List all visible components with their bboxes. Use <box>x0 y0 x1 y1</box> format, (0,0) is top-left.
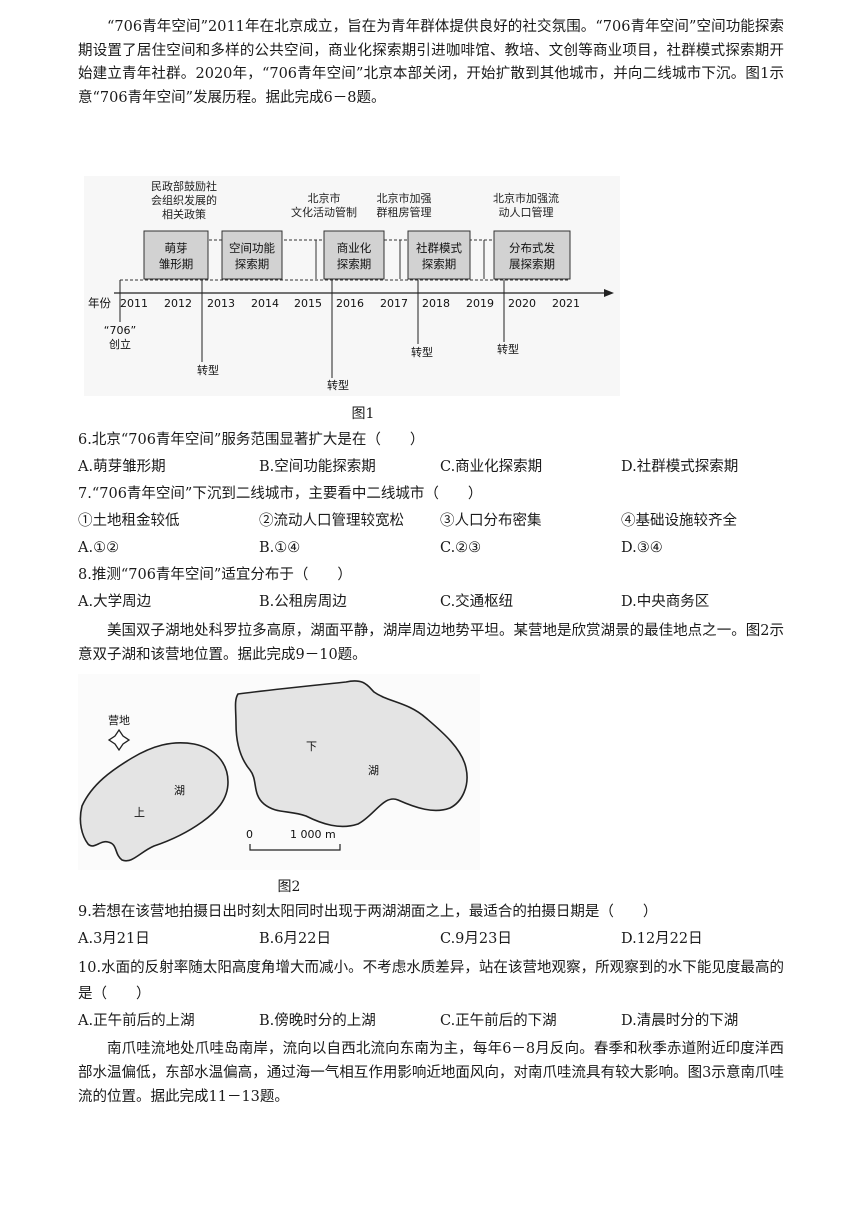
option-a[interactable]: A.3月21日 <box>78 931 150 947</box>
question-7-stem: 7.“706青年空间”下沉到二线城市，主要看中二线城市（ ） <box>78 486 483 502</box>
stage-box-4 <box>407 230 471 280</box>
question-6-stem: 6.北京“706青年空间”服务范围显著扩大是在（ ） <box>78 432 425 448</box>
option-b[interactable]: B.公租房周边 <box>259 594 347 610</box>
figure-2-lakes-map: 营地 下 湖 湖 上 0 1 000 m <box>78 674 480 870</box>
question-7-items: ①土地租金较低 ②流动人口管理较宽松 ③人口分布密集 ④基础设施较齐全 <box>78 509 784 533</box>
option-d[interactable]: D.社群模式探索期 <box>621 459 739 475</box>
transition-label: 转型 <box>197 363 219 377</box>
upper-lake-label-1: 上 <box>134 806 145 819</box>
year-tick: 2017 <box>380 297 408 310</box>
year-tick: 2018 <box>422 297 450 310</box>
question-6-options: A.萌芽雏形期 B.空间功能探索期 C.商业化探索期 D.社群模式探索期 <box>78 455 784 479</box>
option-c[interactable]: C.商业化探索期 <box>440 459 543 475</box>
option-a[interactable]: A.①② <box>78 540 120 556</box>
option-d[interactable]: D.清晨时分的下湖 <box>621 1013 739 1029</box>
policy-1-line3: 相关政策 <box>162 207 206 221</box>
statement-4: ④基础设施较齐全 <box>621 513 737 529</box>
question-9-stem: 9.若想在该营地拍摄日出时刻太阳同时出现于两湖湖面之上，最适合的拍摄日期是（ ） <box>78 904 658 920</box>
transition-label: 转型 <box>497 342 519 356</box>
question-8-stem: 8.推测“706青年空间”适宜分布于（ ） <box>78 567 352 583</box>
scale-zero: 0 <box>246 828 253 841</box>
policy-3-line2: 群租房管理 <box>377 205 432 219</box>
intro-paragraph-3: 南爪哇流地处爪哇岛南岸，流向以自西北流向东南为主，每年6－8月反向。春季和秋季赤… <box>78 1041 784 1105</box>
question-10-stem: 10.水面的反射率随太阳高度角增大而减小。不考虑水质差异，站在该营地观察，所观察… <box>78 960 784 1002</box>
policy-2-line2: 文化活动管制 <box>291 205 357 219</box>
axis-label: 年份 <box>88 296 111 310</box>
year-tick: 2016 <box>336 297 364 310</box>
stage-5-line2: 展探索期 <box>509 257 555 271</box>
policy-1-line2: 会组织发展的 <box>151 193 217 207</box>
upper-lake <box>79 741 229 862</box>
year-tick: 2011 <box>120 297 148 310</box>
question-10-options: A.正午前后的上湖 B.傍晚时分的上湖 C.正午前后的下湖 D.清晨时分的下湖 <box>78 1009 784 1033</box>
option-d[interactable]: D.中央商务区 <box>621 594 710 610</box>
camp-icon <box>107 728 131 752</box>
policy-4-line2: 动人口管理 <box>499 205 554 219</box>
stage-box-1 <box>143 230 209 280</box>
stage-2-line1: 空间功能 <box>229 241 275 255</box>
stage-2-line2: 探索期 <box>235 257 270 271</box>
year-tick: 2014 <box>251 297 279 310</box>
stage-4-line2: 探索期 <box>422 257 457 271</box>
policy-2-line1: 北京市 <box>308 191 341 205</box>
stage-1-line2: 雏形期 <box>159 257 194 271</box>
statement-1: ①土地租金较低 <box>78 513 180 529</box>
stage-box-2 <box>221 230 283 280</box>
stage-5-line1: 分布式发 <box>509 241 555 255</box>
option-b[interactable]: B.①④ <box>259 540 301 556</box>
lower-lake-label-1: 下 <box>306 740 317 753</box>
stage-1-line1: 萌芽 <box>165 241 188 255</box>
figure-1-timeline: 民政部鼓励社 会组织发展的 相关政策 北京市 文化活动管制 北京市加强 群租房管… <box>84 176 620 396</box>
founding-line1: “706” <box>104 324 136 337</box>
scale-length: 1 000 m <box>290 828 336 841</box>
stage-box-5 <box>493 230 571 280</box>
camp-label: 营地 <box>108 713 130 727</box>
stage-box-3 <box>323 230 385 280</box>
lower-lake <box>234 680 468 828</box>
question-9-options: A.3月21日 B.6月22日 C.9月23日 D.12月22日 <box>78 927 784 951</box>
question-7-options: A.①② B.①④ C.②③ D.③④ <box>78 536 784 560</box>
year-tick: 2015 <box>294 297 322 310</box>
policy-4-line1: 北京市加强流 <box>493 191 559 205</box>
option-a[interactable]: A.正午前后的上湖 <box>78 1013 195 1029</box>
year-tick: 2019 <box>466 297 494 310</box>
year-tick: 2020 <box>508 297 536 310</box>
upper-lake-label-2: 湖 <box>174 784 185 797</box>
option-b[interactable]: B.傍晚时分的上湖 <box>259 1013 376 1029</box>
option-b[interactable]: B.6月22日 <box>259 931 331 947</box>
founding-line2: 创立 <box>109 337 131 351</box>
intro-paragraph-1: “706青年空间”2011年在北京成立，旨在为青年群体提供良好的社交氛围。“70… <box>78 19 784 106</box>
option-c[interactable]: C.交通枢纽 <box>440 594 514 610</box>
year-tick: 2012 <box>164 297 192 310</box>
option-c[interactable]: C.9月23日 <box>440 931 512 947</box>
option-a[interactable]: A.大学周边 <box>78 594 152 610</box>
option-d[interactable]: D.12月22日 <box>621 931 703 947</box>
option-a[interactable]: A.萌芽雏形期 <box>78 459 166 475</box>
statement-2: ②流动人口管理较宽松 <box>259 513 404 529</box>
year-tick: 2013 <box>207 297 235 310</box>
option-b[interactable]: B.空间功能探索期 <box>259 459 376 475</box>
lower-lake-label-2: 湖 <box>368 764 379 777</box>
figure-2-caption: 图2 <box>277 879 301 895</box>
stage-3-line1: 商业化 <box>337 241 372 255</box>
option-c[interactable]: C.②③ <box>440 540 482 556</box>
figure-1-caption: 图1 <box>351 406 375 422</box>
policy-1-line1: 民政部鼓励社 <box>151 179 217 193</box>
stage-4-line1: 社群模式 <box>416 241 462 255</box>
stage-3-line2: 探索期 <box>337 257 372 271</box>
policy-3-line1: 北京市加强 <box>377 191 432 205</box>
statement-3: ③人口分布密集 <box>440 513 542 529</box>
transition-label: 转型 <box>411 345 433 359</box>
transition-label: 转型 <box>327 378 349 392</box>
option-c[interactable]: C.正午前后的下湖 <box>440 1013 557 1029</box>
scale-bar <box>249 844 341 851</box>
intro-paragraph-2: 美国双子湖地处科罗拉多高原，湖面平静，湖岸周边地势平坦。某营地是欣赏湖景的最佳地… <box>78 623 784 663</box>
year-tick: 2021 <box>552 297 580 310</box>
question-8-options: A.大学周边 B.公租房周边 C.交通枢纽 D.中央商务区 <box>78 590 784 614</box>
option-d[interactable]: D.③④ <box>621 540 663 556</box>
